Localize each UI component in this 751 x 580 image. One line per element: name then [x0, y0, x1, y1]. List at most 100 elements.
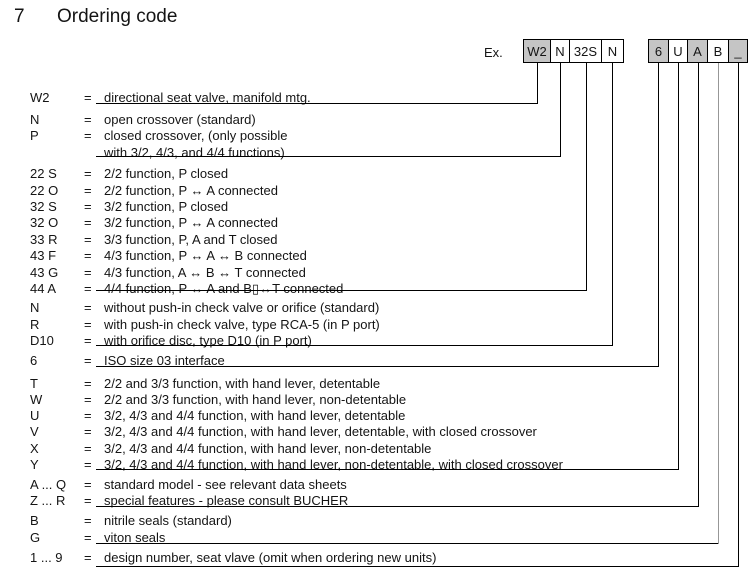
row-equals: = [84, 183, 92, 198]
row-code: T [30, 376, 38, 391]
row-description: special features - please consult BUCHER [104, 493, 349, 508]
row-description: viton seals [104, 530, 166, 545]
row-description: closed crossover, (only possible [104, 128, 288, 143]
row-code: W2 [30, 90, 50, 105]
section-underline [96, 506, 699, 507]
row-description: 2/2 and 3/3 function, with hand lever, d… [104, 376, 381, 391]
row-code: 6 [30, 353, 38, 368]
code-box-u: U [668, 39, 688, 63]
row-code: V [30, 424, 39, 439]
row-equals: = [84, 408, 92, 423]
row-equals: = [84, 248, 92, 263]
section-connector [586, 63, 587, 291]
row-description: standard model - see relevant data sheet… [104, 477, 347, 492]
row-equals: = [84, 281, 92, 296]
section-connector [612, 63, 613, 346]
section-underline [96, 366, 659, 367]
row-equals: = [84, 550, 92, 565]
row-equals: = [84, 166, 92, 181]
row-description: 2/2 function, P ↔ A connected [104, 183, 278, 198]
row-description: 3/2, 4/3 and 4/4 function, with hand lev… [104, 424, 537, 439]
code-box-_: _ [728, 39, 748, 63]
row-description: with push-in check valve, type RCA-5 (in… [104, 317, 380, 332]
row-description: ISO size 03 interface [104, 353, 225, 368]
row-code: G [30, 530, 41, 545]
row-code: D10 [30, 333, 54, 348]
row-code: 43 F [30, 248, 57, 263]
row-description: 3/3 function, P, A and T closed [104, 232, 278, 247]
row-description: 3/2, 4/3 and 4/4 function, with hand lev… [104, 408, 406, 423]
code-box-32s: 32S [569, 39, 602, 63]
section-connector [698, 63, 699, 507]
row-description: design number, seat vlave (omit when ord… [104, 550, 437, 565]
row-code: Z ... R [30, 493, 66, 508]
code-box-6: 6 [648, 39, 669, 63]
row-description: nitrile seals (standard) [104, 513, 232, 528]
row-description: 4/3 function, P ↔ A ↔ B connected [104, 248, 307, 263]
section-underline [96, 469, 679, 470]
row-description: 3/2, 4/3 and 4/4 function, with hand lev… [104, 457, 563, 472]
row-equals: = [84, 112, 92, 127]
row-description: 4/3 function, A ↔ B ↔ T connected [104, 265, 306, 280]
row-equals: = [84, 493, 92, 508]
row-equals: = [84, 90, 92, 105]
row-code: A ... Q [30, 477, 67, 492]
row-equals: = [84, 215, 92, 230]
code-box-b: B [707, 39, 729, 63]
row-equals: = [84, 333, 92, 348]
row-equals: = [84, 265, 92, 280]
section-underline [96, 543, 719, 544]
row-equals: = [84, 530, 92, 545]
row-equals: = [84, 232, 92, 247]
row-description: with orifice disc, type D10 (in P port) [104, 333, 312, 348]
row-description: 2/2 function, P closed [104, 166, 229, 181]
section-underline [96, 103, 538, 104]
code-box-n: N [601, 39, 624, 63]
row-code: X [30, 441, 39, 456]
row-equals: = [84, 477, 92, 492]
code-box-w2: W2 [523, 39, 551, 63]
row-code: 1 ... 9 [30, 550, 63, 565]
row-equals: = [84, 392, 92, 407]
row-equals: = [84, 300, 92, 315]
row-equals: = [84, 457, 92, 472]
section-connector [738, 63, 739, 567]
row-description: 4/4 function, P ↔ A and B▯↔T connected [104, 281, 344, 296]
section-connector [537, 63, 538, 104]
row-code: 22 O [30, 183, 59, 198]
row-equals: = [84, 317, 92, 332]
page-title: Ordering code [57, 6, 178, 27]
section-underline [96, 290, 587, 291]
row-equals: = [84, 441, 92, 456]
row-equals: = [84, 353, 92, 368]
code-box-a: A [687, 39, 708, 63]
row-description: with 3/2, 4/3, and 4/4 functions) [104, 145, 285, 160]
code-box-n: N [550, 39, 570, 63]
row-equals: = [84, 199, 92, 214]
section-number: 7 [14, 6, 25, 27]
row-code: Y [30, 457, 39, 472]
row-code: B [30, 513, 39, 528]
row-equals: = [84, 128, 92, 143]
row-equals: = [84, 513, 92, 528]
row-description: 2/2 and 3/3 function, with hand lever, n… [104, 392, 407, 407]
row-description: 3/2 function, P ↔ A connected [104, 215, 278, 230]
row-code: 22 S [30, 166, 57, 181]
section-connector [658, 63, 659, 367]
section-underline [96, 156, 561, 157]
section-connector [718, 63, 719, 544]
row-description: 3/2 function, P closed [104, 199, 229, 214]
row-code: 43 G [30, 265, 59, 280]
row-equals: = [84, 376, 92, 391]
row-code: 32 S [30, 199, 57, 214]
row-code: N [30, 300, 40, 315]
row-equals: = [84, 424, 92, 439]
row-description: without push-in check valve or orifice (… [104, 300, 380, 315]
row-code: R [30, 317, 40, 332]
row-code: 32 O [30, 215, 59, 230]
row-description: 3/2, 4/3 and 4/4 function, with hand lev… [104, 441, 432, 456]
row-description: directional seat valve, manifold mtg. [104, 90, 311, 105]
